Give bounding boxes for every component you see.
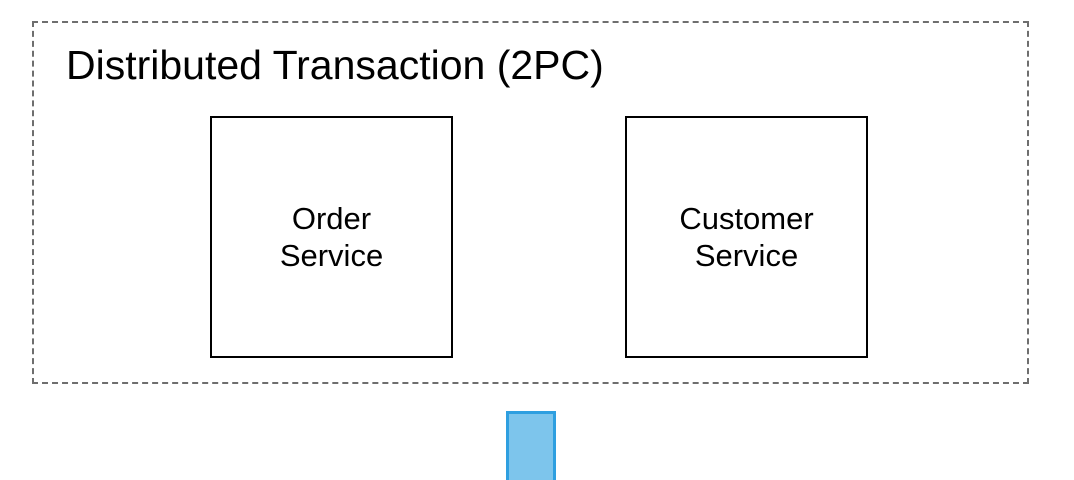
node-order-service-label: Order Service bbox=[279, 200, 384, 273]
node-customer-service: Customer Service bbox=[625, 116, 868, 358]
down-arrow-connector bbox=[506, 411, 556, 480]
node-order-service: Order Service bbox=[210, 116, 453, 358]
transaction-group-boundary: Distributed Transaction (2PC) bbox=[32, 21, 1029, 384]
node-customer-service-label: Customer Service bbox=[679, 200, 814, 273]
group-title: Distributed Transaction (2PC) bbox=[66, 42, 604, 88]
down-arrow-connector-body bbox=[506, 411, 556, 480]
